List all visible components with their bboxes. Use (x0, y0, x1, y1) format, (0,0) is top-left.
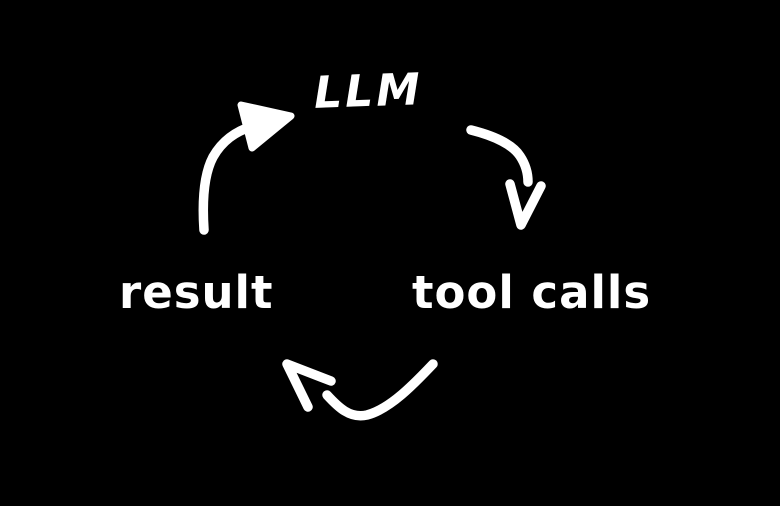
node-label-llm: LLM (313, 64, 424, 119)
arrow-result-to-llm (198, 101, 295, 235)
arrow-result-to-llm-shaft (198, 122, 256, 235)
arrow-tool-calls-to-result-shaft (322, 359, 438, 421)
arrow-llm-to-tool-calls-head (505, 179, 546, 230)
arrow-llm-to-tool-calls-shaft (466, 125, 533, 187)
arrow-tool-calls-to-result-head (282, 359, 336, 412)
arrow-llm-to-tool-calls (466, 125, 546, 230)
node-label-tool-calls: tool calls (412, 266, 652, 319)
arrow-tool-calls-to-result (282, 359, 438, 421)
node-label-result: result (119, 266, 274, 319)
arrow-result-to-llm-head (237, 101, 295, 152)
